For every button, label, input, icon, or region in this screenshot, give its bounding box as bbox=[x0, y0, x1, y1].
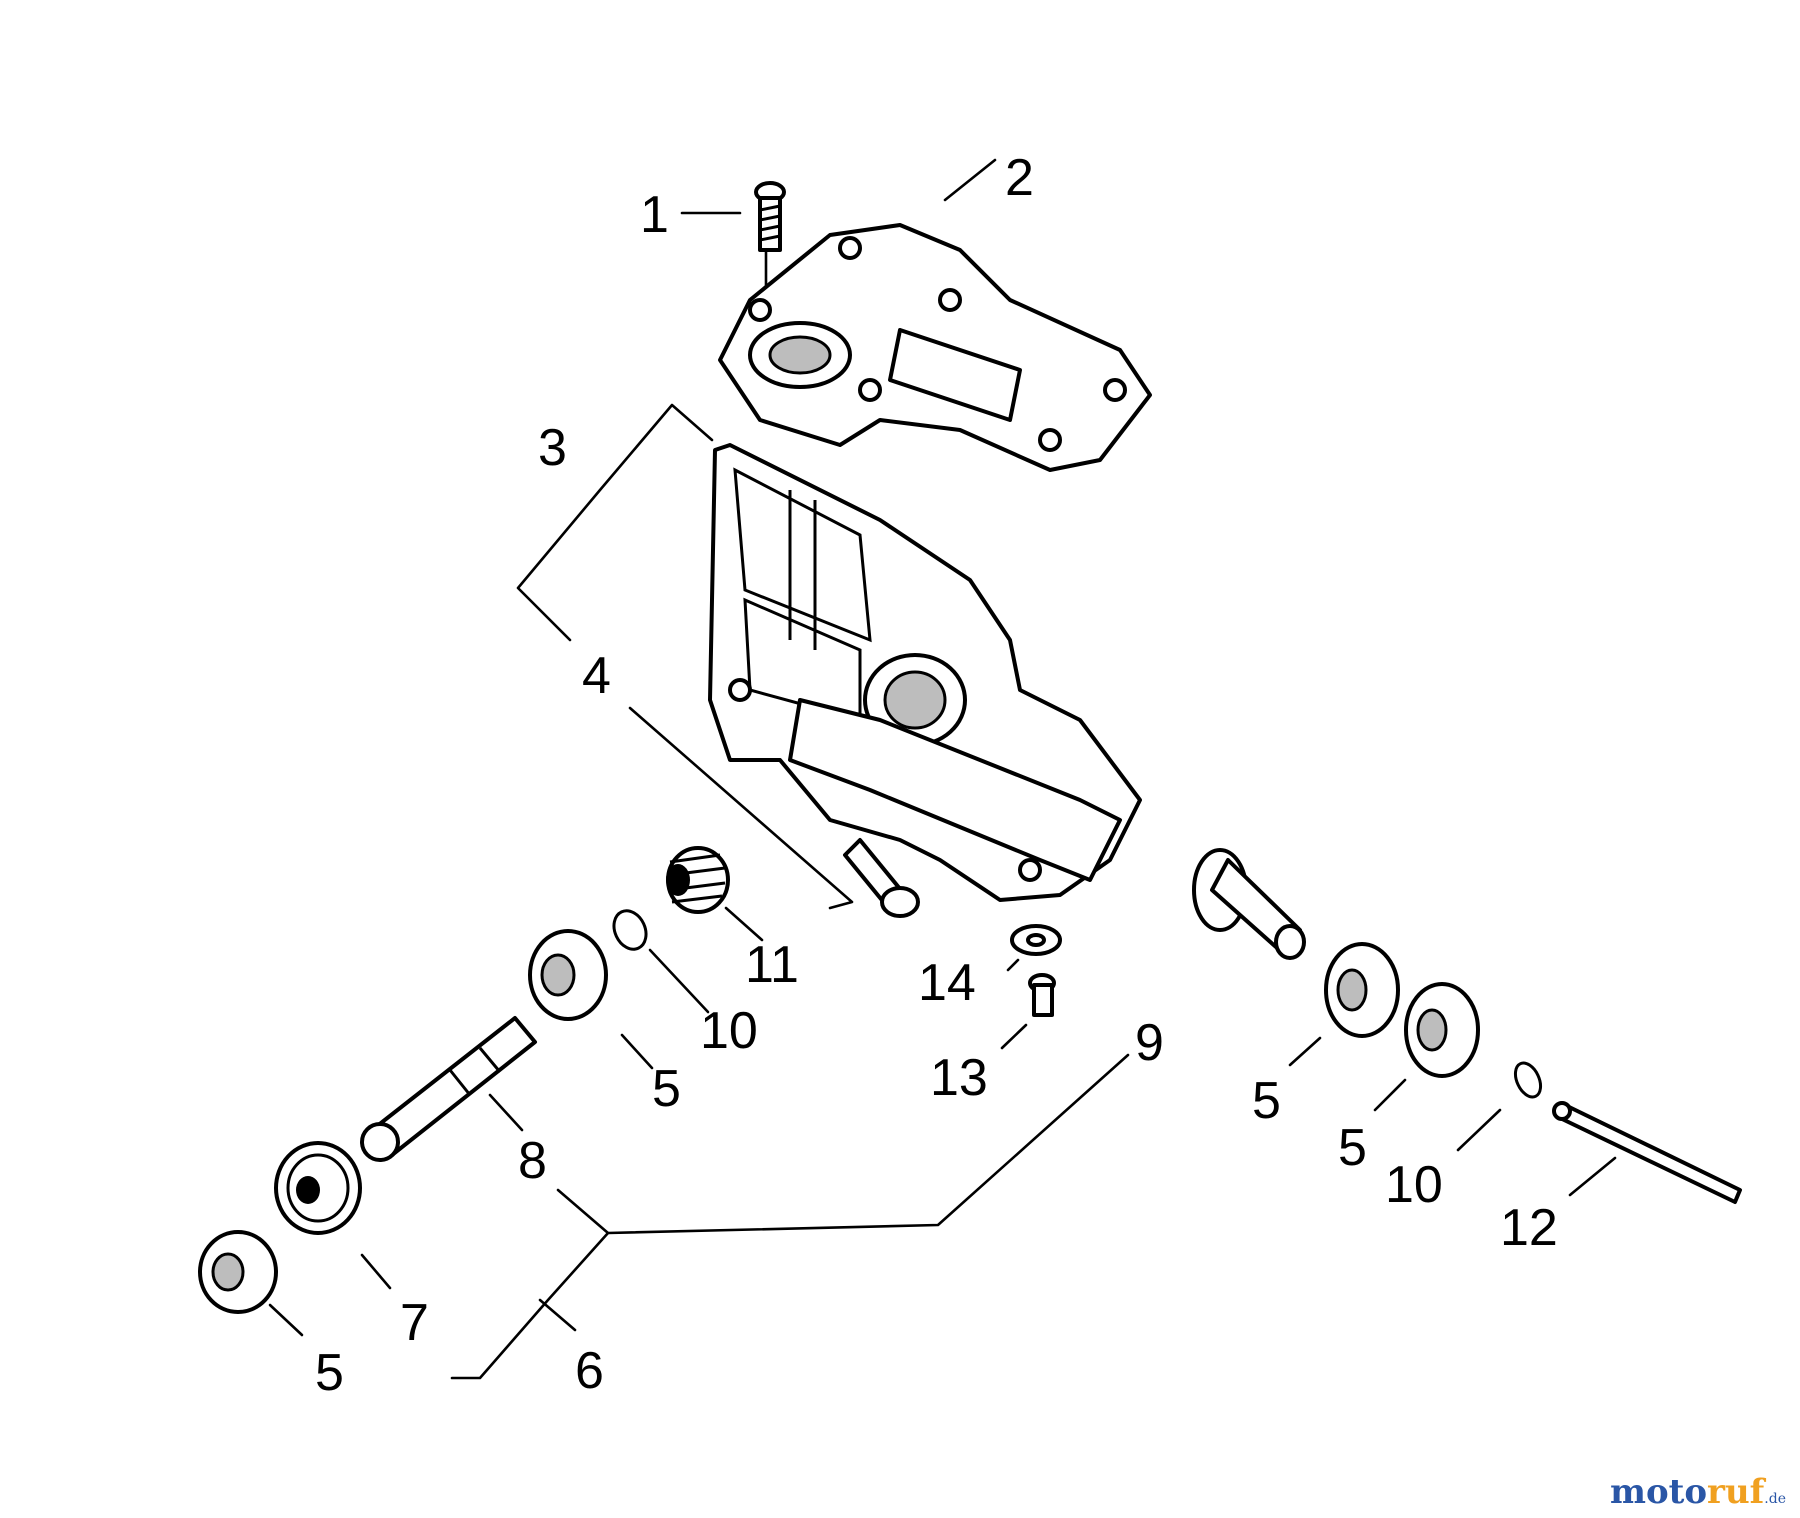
part-worm-11 bbox=[666, 846, 730, 914]
callout-5b: 5 bbox=[315, 1344, 344, 1402]
callout-10a: 10 bbox=[700, 1002, 758, 1060]
part-bearing-5d bbox=[1404, 982, 1480, 1078]
part-gear-housing-3-4 bbox=[708, 443, 1142, 902]
callout-5c: 5 bbox=[1252, 1072, 1281, 1130]
part-gear-shaft-9 bbox=[1192, 848, 1306, 960]
callout-5d: 5 bbox=[1338, 1119, 1367, 1177]
part-oring-10a bbox=[612, 909, 648, 951]
callout-11: 11 bbox=[745, 936, 799, 994]
callout-6: 6 bbox=[575, 1342, 604, 1400]
part-screw-13 bbox=[1028, 973, 1056, 1017]
watermark-logo: motoruf.de bbox=[1610, 1472, 1786, 1512]
callout-12: 12 bbox=[1500, 1199, 1558, 1257]
watermark-part1: moto bbox=[1609, 1472, 1708, 1512]
callout-9: 9 bbox=[1135, 1014, 1164, 1072]
callout-4: 4 bbox=[582, 647, 611, 705]
callout-14: 14 bbox=[918, 954, 976, 1012]
part-pin-12 bbox=[1552, 1101, 1742, 1204]
part-washer-14 bbox=[1010, 924, 1062, 956]
callout-3: 3 bbox=[538, 419, 567, 477]
part-bevel-gear-7 bbox=[274, 1141, 362, 1235]
part-bearing-5a bbox=[528, 929, 608, 1021]
callout-8: 8 bbox=[518, 1132, 547, 1190]
callout-7: 7 bbox=[400, 1294, 429, 1352]
callout-13: 13 bbox=[930, 1049, 988, 1107]
leader-lines bbox=[268, 158, 1617, 1380]
callout-10b: 10 bbox=[1385, 1156, 1443, 1214]
part-bearing-5c bbox=[1324, 942, 1400, 1038]
part-screw-1 bbox=[754, 181, 786, 302]
part-oring-10b bbox=[1513, 1061, 1543, 1099]
watermark-part2: ruf bbox=[1707, 1472, 1765, 1512]
part-bearing-5b bbox=[198, 1230, 278, 1314]
part-shaft-8 bbox=[360, 1016, 537, 1162]
part-bolt-housing bbox=[843, 838, 920, 918]
callout-2: 2 bbox=[1005, 149, 1034, 207]
part-gear-cover-2 bbox=[718, 223, 1152, 472]
callout-1: 1 bbox=[640, 186, 669, 244]
watermark-part3: .de bbox=[1764, 1491, 1786, 1507]
callout-5a: 5 bbox=[652, 1060, 681, 1118]
